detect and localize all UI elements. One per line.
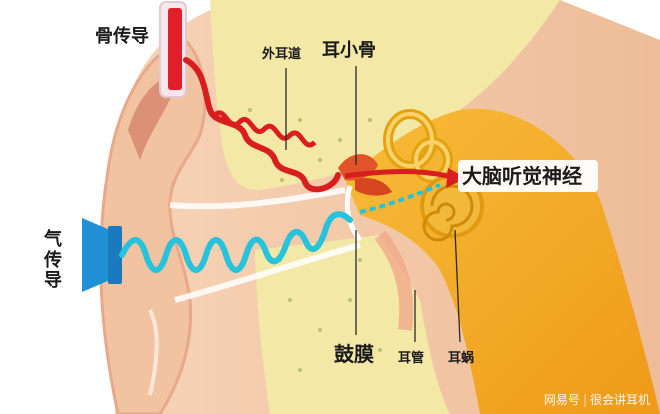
bone-conduction-wave [183,57,341,193]
leader-lines [285,66,461,343]
air-signal-arrow [359,183,441,214]
watermark-account: 很会讲耳机 [589,393,650,407]
label-cochlea: 耳蜗 [448,351,475,366]
eardrum-membrane [344,185,363,242]
eustachian-tube [374,230,414,331]
ear-canal-wall-bottom [174,242,361,303]
label-air-conduction: 气 传 导 [44,229,62,292]
label-auditory-nerve: 大脑听觉神经 [462,164,582,188]
air-conduction-wave [119,211,353,273]
label-eustachian-tube: 耳管 [398,351,425,366]
label-air-conduction-char-3: 导 [44,270,62,292]
label-bone-conduction: 骨传导 [95,26,149,47]
label-eardrum: 鼓膜 [334,342,374,366]
watermark: 网易号|很会讲耳机 [543,393,650,407]
bone-conduction-device [159,1,187,98]
air-conduction-device [82,218,122,292]
watermark-site: 网易号 [543,393,580,407]
ear-canal-wall-top [169,187,346,210]
bone-signal-arrow [344,169,449,179]
temporal-bone-upper [210,0,560,191]
label-air-conduction-char-1: 气 [44,229,62,250]
label-air-conduction-char-2: 传 [44,249,62,271]
label-ear-canal: 外耳道 [262,47,302,62]
pinna [99,38,207,414]
label-ossicles: 耳小骨 [322,40,376,61]
pinna-shadow [128,77,178,160]
nerve-label-box [458,160,598,192]
